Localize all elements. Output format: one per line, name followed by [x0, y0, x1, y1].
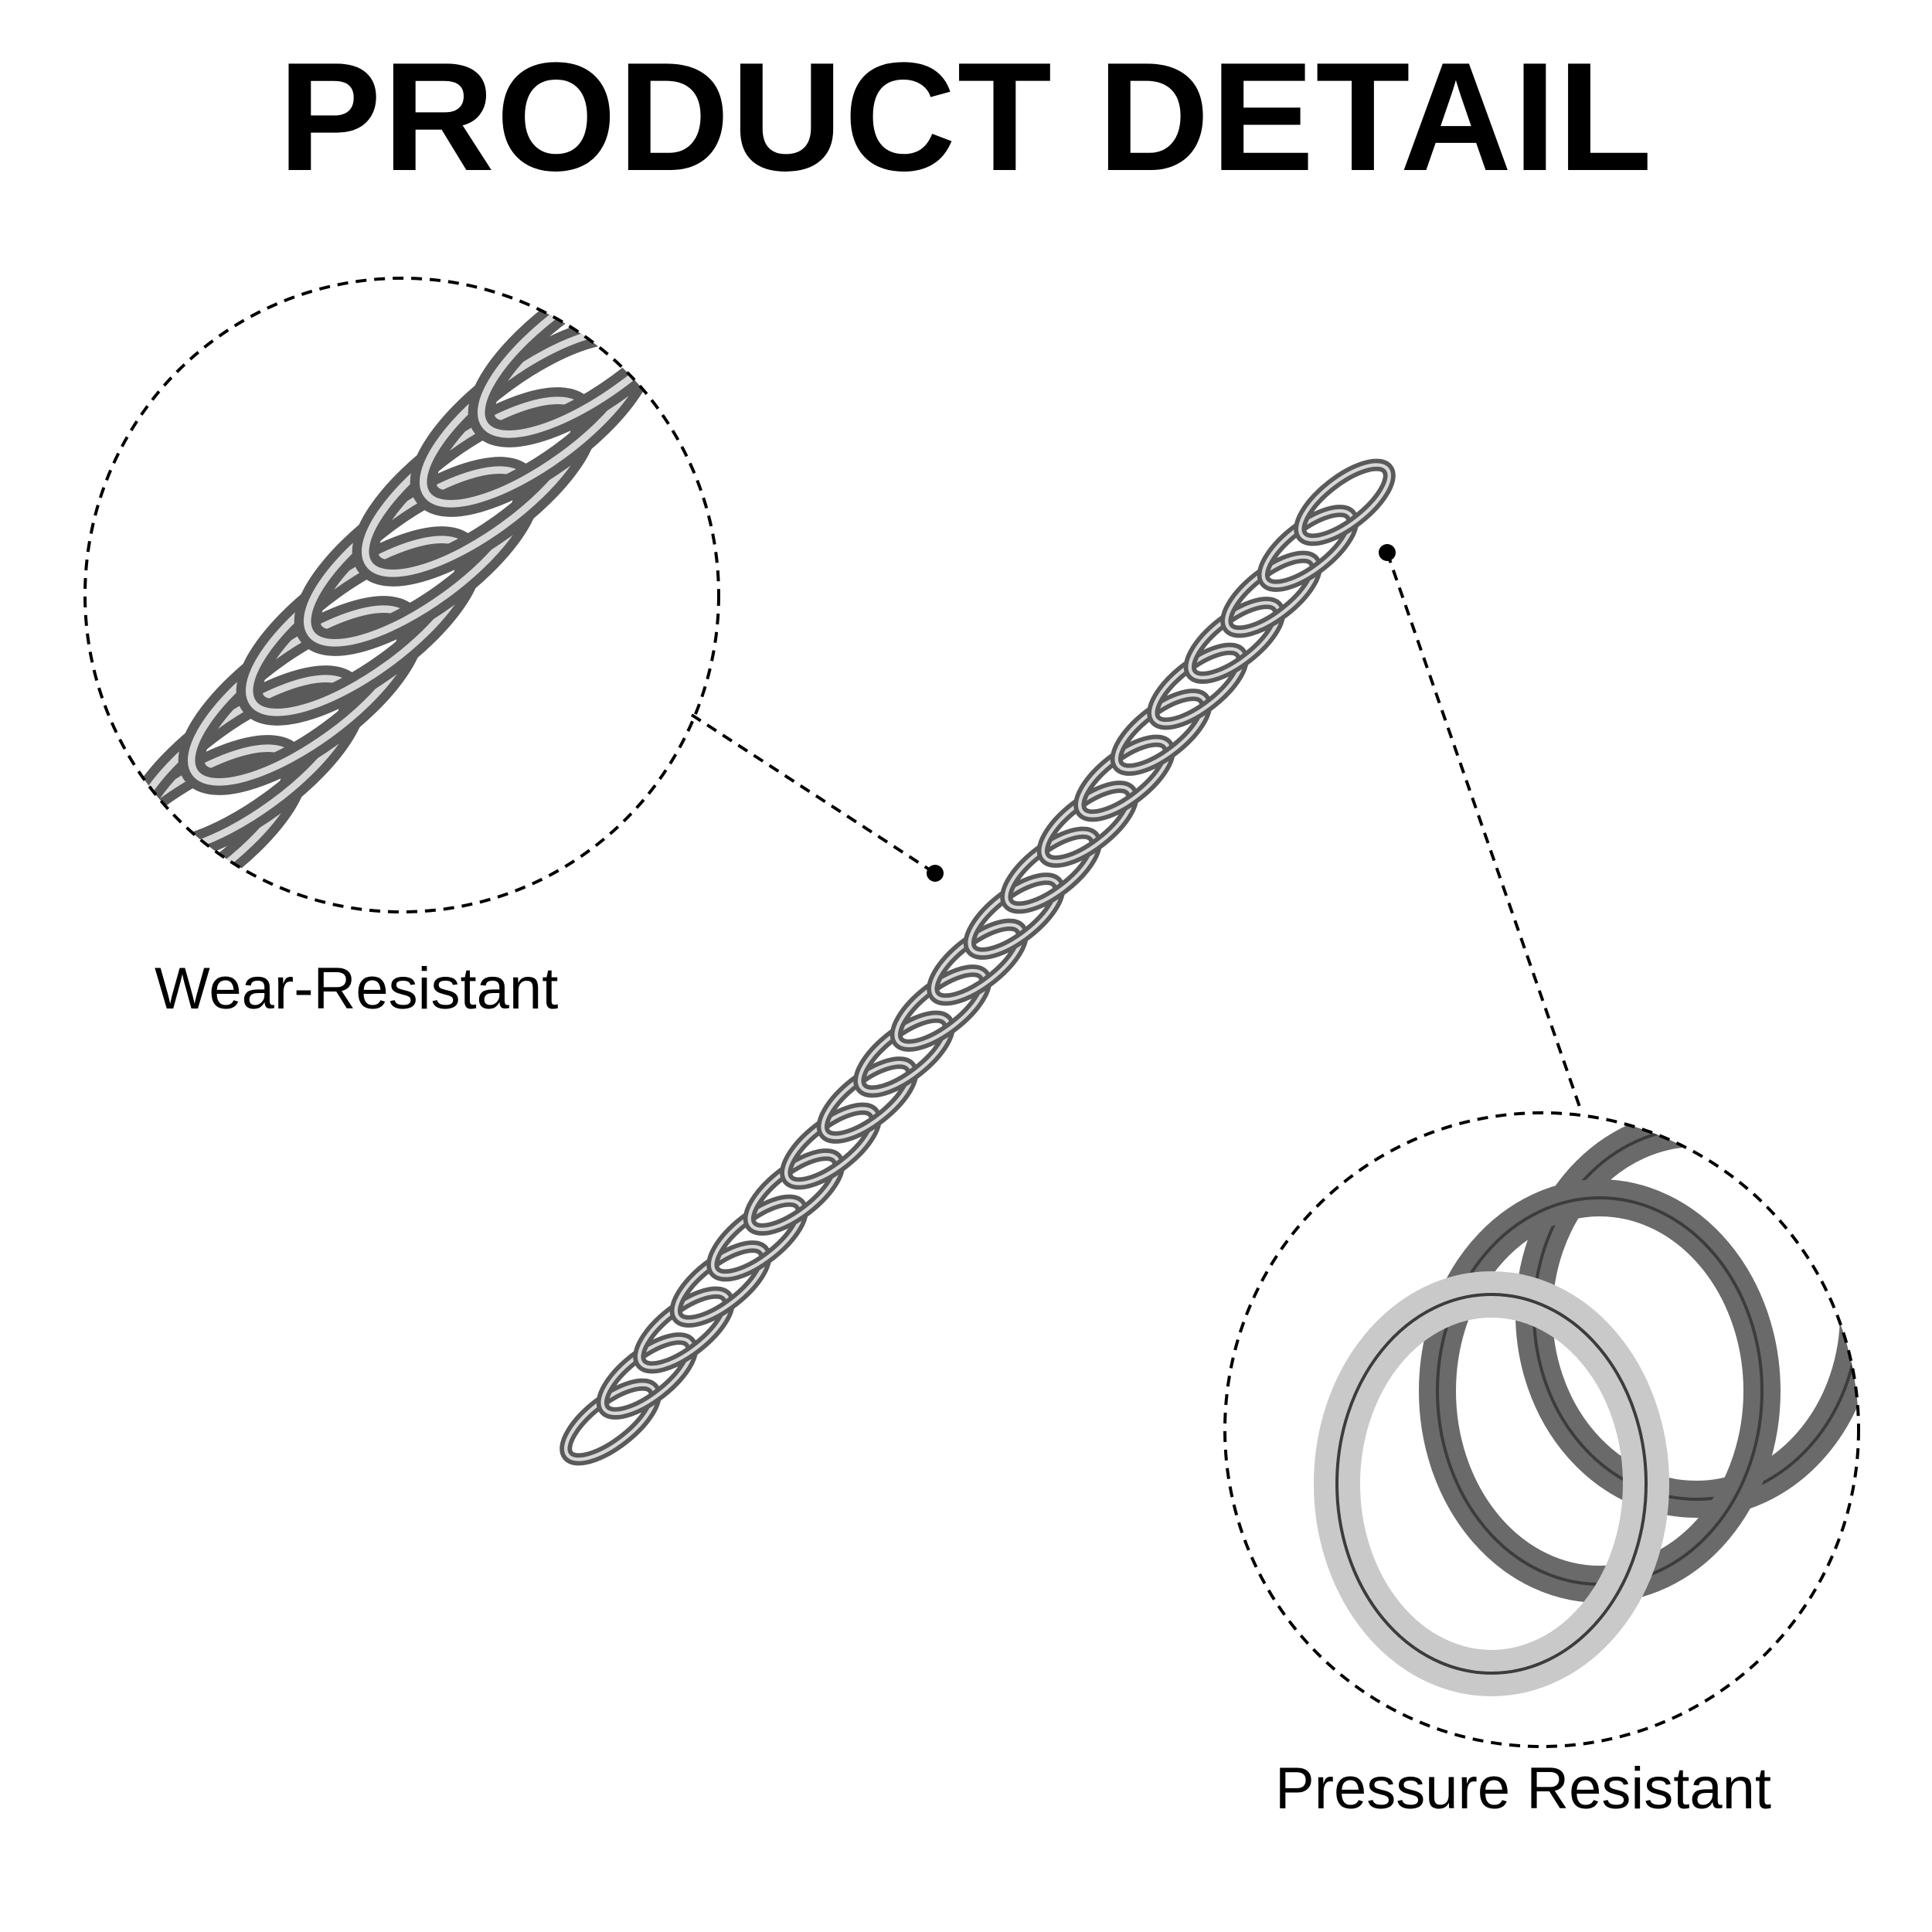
spring-coil [1294, 458, 1396, 546]
zoom-circle-wear [83, 277, 720, 913]
zoom-circle-pressure [1223, 1111, 1860, 1748]
leader-line-pressure [1386, 552, 1582, 1110]
callout-label-wear-resistant: Wear-Resistant [155, 956, 559, 1022]
leader-line-wear [690, 713, 937, 875]
main-spring [560, 458, 1396, 1466]
callout-label-pressure-resistant: Pressure Resistant [1275, 1756, 1772, 1821]
zoom-ring [1419, 1179, 1781, 1603]
anchor-dot-pressure [1379, 544, 1396, 561]
anchor-dot-wear [927, 865, 944, 882]
page-title: PRODUCT DETAIL [278, 31, 1654, 203]
